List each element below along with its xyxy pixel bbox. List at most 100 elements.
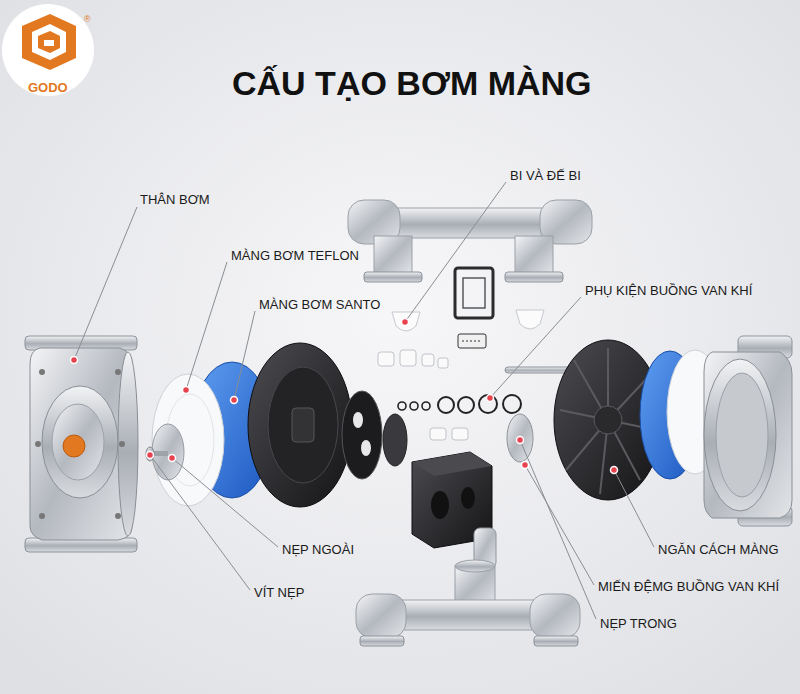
air-valve-parts-part [398, 402, 406, 410]
top-manifold-part [364, 272, 422, 282]
logo-mark [2, 4, 94, 96]
label-anchor: THÂN BƠM [140, 190, 210, 208]
right-diaphragm-set-part [507, 414, 533, 462]
left-pump-body-part [119, 441, 125, 447]
logo-mark-part [2, 4, 94, 96]
left-diaphragm-cup-part [361, 440, 371, 456]
title-anchor: CẤU TẠO BƠM MÀNG [232, 64, 592, 103]
left-pump-body-part [30, 348, 132, 540]
air-valve-parts [398, 268, 583, 413]
air-valve-parts-part [458, 334, 486, 348]
leader-dots-part [402, 319, 409, 326]
ball-seats-part [452, 428, 468, 440]
label-anchor: VÍT NẸP [254, 583, 304, 601]
bottom-manifold-part [455, 560, 495, 572]
label-anchor: MÀNG BƠM SANTO [259, 295, 380, 313]
ball-seats-part [392, 312, 420, 331]
left-diaphragm-cup-part [383, 414, 407, 466]
part-label: PHỤ KIỆN BUỒNG VAN KHÍ [585, 284, 752, 299]
left-pump-body-part [118, 352, 138, 536]
leader-lines [74, 182, 654, 619]
air-valve-parts-part [455, 268, 493, 318]
air-valve-parts-part [462, 341, 482, 342]
leader-dots-part [522, 462, 529, 469]
part-label: BI VÀ ĐẾ BI [510, 169, 581, 184]
right-diaphragm-set [507, 340, 723, 500]
leader-dots-part [147, 452, 154, 459]
part-label: NẸP NGOÀI [282, 543, 354, 558]
air-valve-parts-part [422, 402, 430, 410]
ball-seats-part [430, 428, 446, 440]
part-label: NGĂN CÁCH MÀNG [658, 543, 779, 558]
leader-lines-part [150, 455, 250, 590]
air-valve-block-part [461, 487, 475, 509]
left-pump-body-part [52, 404, 104, 480]
right-diaphragm-set-part [594, 406, 622, 434]
label-anchor: MÀNG BƠM TEFLON [231, 246, 359, 264]
part-label: MIẾN ĐỆMG BUỒNG VAN KHÍ [598, 580, 779, 595]
leader-dots-part [517, 437, 524, 444]
label-anchor: GODO [28, 78, 68, 96]
label-anchor: NGĂN CÁCH MÀNG [658, 540, 779, 558]
leader-lines-part [234, 311, 255, 400]
top-manifold [348, 200, 592, 282]
bottom-manifold-part [360, 636, 404, 646]
leader-dots-part [611, 467, 618, 474]
ball-seats-part [378, 352, 394, 366]
air-valve-parts-part [479, 395, 497, 413]
left-diaphragm-cup-part [342, 391, 382, 479]
logo-mark-part [44, 40, 54, 46]
right-pump-body-part [716, 373, 768, 497]
left-pump-body-part [35, 441, 41, 447]
air-valve-parts-part [410, 402, 418, 410]
left-diaphragm-cup-part [248, 343, 352, 507]
leader-dots [71, 319, 618, 474]
ball-seats-part [438, 358, 448, 368]
ball-seats-part [422, 354, 434, 366]
registered-mark: ® [84, 14, 91, 24]
leader-dots-part [183, 387, 190, 394]
left-pump-body-part [39, 513, 45, 519]
left-pump-body [25, 336, 138, 552]
bottom-manifold-part [530, 594, 580, 638]
air-valve-parts-part [438, 397, 454, 413]
ball-seats-part [516, 310, 544, 329]
left-pump-body-part [42, 386, 118, 498]
leader-lines-part [520, 440, 596, 619]
diagram-title: CẤU TẠO BƠM MÀNG [232, 64, 592, 103]
leader-lines-part [74, 207, 137, 360]
left-diaphragm-cup-part [292, 408, 314, 442]
bottom-manifold [356, 560, 580, 646]
part-label: MÀNG BƠM TEFLON [231, 249, 359, 264]
part-label: MÀNG BƠM SANTO [259, 298, 380, 313]
part-label: NẸP TRONG [600, 617, 677, 632]
leader-lines-part [186, 262, 227, 390]
leader-dots-part [71, 357, 78, 364]
air-valve-block [412, 452, 496, 568]
air-valve-parts-part [458, 397, 474, 413]
logo-mark-part [38, 31, 60, 53]
air-valve-block-part [431, 491, 449, 519]
label-anchor: ® [84, 8, 91, 26]
logo-text: GODO [28, 81, 68, 96]
leader-dots-part [231, 397, 238, 404]
left-diaphragm-cup [248, 343, 407, 507]
right-pump-body [704, 336, 792, 526]
part-label: VÍT NẸP [254, 586, 304, 601]
left-pump-body-part [115, 369, 121, 375]
label-anchor: PHỤ KIỆN BUỒNG VAN KHÍ [585, 281, 752, 299]
left-diaphragm-cup-part [353, 412, 363, 428]
top-manifold-part [374, 236, 412, 274]
air-valve-parts-part [503, 395, 521, 413]
leader-lines-part [172, 458, 278, 547]
logo-mark-part [22, 14, 76, 70]
top-manifold-part [505, 272, 563, 282]
label-anchor: NẸP TRONG [600, 614, 677, 632]
top-manifold-part [515, 236, 553, 274]
logo-mark-part [32, 24, 66, 60]
label-anchor: BI VÀ ĐẾ BI [510, 166, 581, 184]
left-diaphragm-set-part [152, 374, 224, 506]
left-pump-body-part [39, 369, 45, 375]
